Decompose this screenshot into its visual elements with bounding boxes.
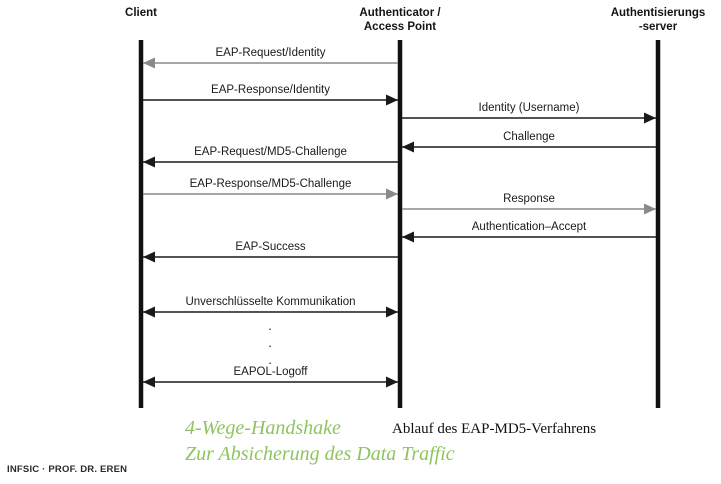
ellipsis-dot-2: · — [267, 338, 273, 353]
arrowhead-left-eap-request-identity — [143, 57, 155, 69]
actor-label-authentication-server: Authentisierungs -server — [610, 7, 706, 33]
arrowhead-right-response — [644, 203, 656, 215]
arrowhead-left-challenge — [402, 141, 414, 153]
message-identity-username — [402, 112, 656, 124]
arrowhead-left-eapol-logoff — [143, 376, 155, 388]
message-label-response: Response — [503, 193, 555, 205]
message-label-eap-response-identity: EAP-Response/Identity — [211, 84, 330, 96]
arrowhead-right-unverschluesselte-kommunikation — [386, 306, 398, 318]
message-label-eapol-logoff: EAPOL-Logoff — [233, 366, 308, 378]
message-response — [402, 203, 656, 215]
message-eap-response-md5 — [143, 188, 398, 200]
ellipsis-dots: · · · — [252, 320, 288, 371]
arrowhead-right-eap-response-md5 — [386, 188, 398, 200]
arrowhead-left-eap-success — [143, 251, 155, 263]
caption-handshake-line2: Zur Absicherung des Data Traffic — [185, 443, 455, 465]
message-eap-request-identity — [143, 57, 398, 69]
message-eap-request-md5 — [143, 156, 398, 168]
message-label-challenge: Challenge — [503, 131, 555, 143]
message-eapol-logoff — [143, 376, 398, 388]
arrowhead-right-eap-response-identity — [386, 94, 398, 106]
message-label-eap-request-md5: EAP-Request/MD5-Challenge — [194, 146, 347, 158]
arrowhead-right-eapol-logoff — [386, 376, 398, 388]
footer-attribution: INFSIC · PROF. DR. EREN — [7, 464, 128, 475]
ellipsis-dot-1: · — [267, 321, 273, 336]
actor-label-client: Client — [125, 7, 157, 19]
message-label-identity-username: Identity (Username) — [478, 102, 580, 114]
message-label-eap-response-md5: EAP-Response/MD5-Challenge — [189, 178, 352, 190]
message-challenge — [402, 141, 656, 153]
caption-diagram-title: Ablauf des EAP-MD5-Verfahrens — [392, 421, 597, 437]
arrowhead-left-authentication-accept — [402, 231, 414, 243]
message-label-eap-request-identity: EAP-Request/Identity — [215, 47, 326, 59]
message-label-eap-success: EAP-Success — [235, 241, 306, 253]
message-eap-success — [143, 251, 398, 263]
message-label-authentication-accept: Authentication–Accept — [471, 221, 587, 233]
arrowhead-left-eap-request-md5 — [143, 156, 155, 168]
actor-label-authenticator: Authenticator / Access Point — [359, 7, 441, 33]
arrowhead-left-unverschluesselte-kommunikation — [143, 306, 155, 318]
ellipsis-dot-3: · — [267, 355, 273, 370]
arrowhead-right-identity-username — [644, 112, 656, 124]
message-authentication-accept — [402, 231, 656, 243]
message-label-unverschluesselte-kommunikation: Unverschlüsselte Kommunikation — [185, 296, 356, 308]
message-unverschluesselte-kommunikation — [143, 306, 398, 318]
message-eap-response-identity — [143, 94, 398, 106]
caption-handshake-line1: 4-Wege-Handshake — [185, 417, 341, 439]
